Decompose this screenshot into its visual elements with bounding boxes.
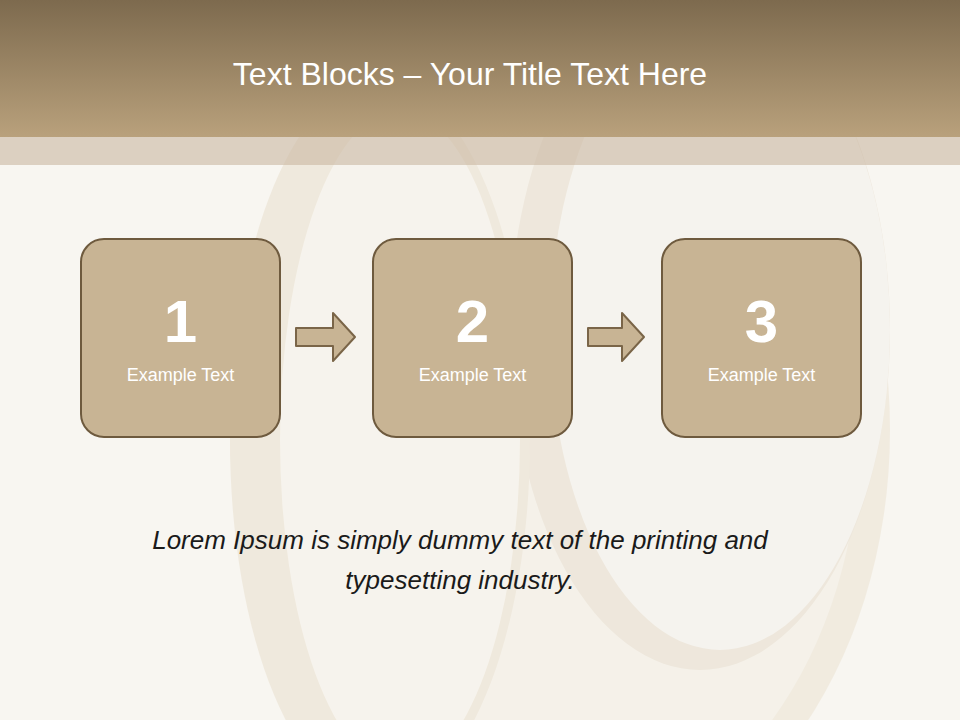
header-strip <box>0 137 960 165</box>
text-block: 1Example Text <box>80 238 281 438</box>
text-block: 3Example Text <box>661 238 862 438</box>
block-arrow <box>588 313 644 361</box>
slide-title: Text Blocks – Your Title Text Here <box>20 52 920 96</box>
block-number: 3 <box>745 289 778 355</box>
block-text: Example Text <box>708 363 816 387</box>
block-arrow <box>296 313 355 361</box>
caption-text: Lorem Ipsum is simply dummy text of the … <box>125 520 795 600</box>
block-text: Example Text <box>419 363 527 387</box>
header-band <box>0 0 960 137</box>
block-number: 2 <box>456 289 489 355</box>
block-text: Example Text <box>127 363 235 387</box>
block-number: 1 <box>164 289 197 355</box>
text-block: 2Example Text <box>372 238 573 438</box>
